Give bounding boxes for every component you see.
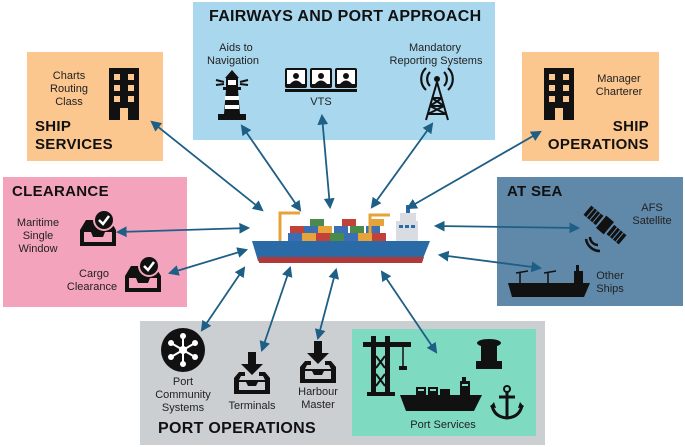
arrow-ship-operations [406,130,542,210]
ship-operations-item: Manager [597,73,641,85]
mrs-label-1: Mandatory [409,42,461,54]
bollard-icon [476,339,502,369]
vts-monitors-icon [285,68,357,92]
anchor-icon [490,385,524,420]
aids-label-2: Navigation [207,55,259,67]
ship-services-panel [27,52,163,161]
pcs-label: Community [155,389,211,401]
building-icon [544,68,574,120]
arrow-vts [317,113,335,210]
container-ship-icon [252,205,430,263]
ship-icon [400,377,482,411]
msw-label: Maritime [16,217,60,229]
harbour-master-label: Harbour [298,386,338,398]
port-services-label: Port Services [410,419,476,431]
arrow-harbour-master [314,267,340,341]
clearance-title: CLEARANCE [12,183,109,200]
ship-services-item: Routing [50,83,88,95]
cargo-label: Clearance [66,281,118,293]
afs-label: AFS [641,202,663,214]
terminals-label: Terminals [228,400,276,412]
fairways-title: FAIRWAYS AND PORT APPROACH [209,8,482,25]
ship-services-item: Charts [52,70,86,82]
arrow-mandatory-reporting [370,122,434,209]
inbox-download-icon [300,341,336,383]
arrow-port-community [200,266,246,332]
harbour-master-label: Master [301,399,335,411]
arrow-ship-services [150,120,264,212]
afs-label: Satellite [632,215,672,227]
pcs-label: Systems [161,402,205,414]
ship-operations-title-1: SHIP [612,118,649,135]
inbox-download-icon [234,352,270,394]
building-icon [109,68,139,120]
arrow-cargo-clearance [167,247,249,276]
pcs-label: Port [172,376,194,388]
inbox-check-icon [80,209,116,246]
arrow-aids-navigation [240,124,302,212]
cargo-label: Cargo [79,268,109,280]
satellite-icon [583,205,627,253]
msw-label: Single [22,230,54,242]
ship-services-item: Class [55,96,83,108]
ship-operations-item: Charterer [595,86,643,98]
ship-operations-title-2: OPERATIONS [547,136,649,153]
mrs-label-2: Reporting Systems [389,55,483,67]
port-operations-title: PORT OPERATIONS [158,420,316,437]
arrow-afs-satellite [433,220,581,234]
aids-label-1: Aids to [219,42,253,54]
arrow-terminals [259,265,293,353]
arrow-other-ships [437,250,543,273]
other-ships-label: Ships [596,283,624,295]
arrow-port-services [380,270,438,354]
inbox-check-icon [125,255,161,292]
radio-tower-icon [420,67,454,121]
network-icon [161,328,205,372]
arrow-maritime-single-window [115,222,251,238]
lighthouse-icon [215,70,249,120]
msw-label: Window [18,243,58,255]
ship-services-title-1: SHIP [35,118,72,135]
vts-label: VTS [310,96,332,108]
ship-services-title-2: SERVICES [35,136,113,153]
other-ships-label: Other [596,270,624,282]
